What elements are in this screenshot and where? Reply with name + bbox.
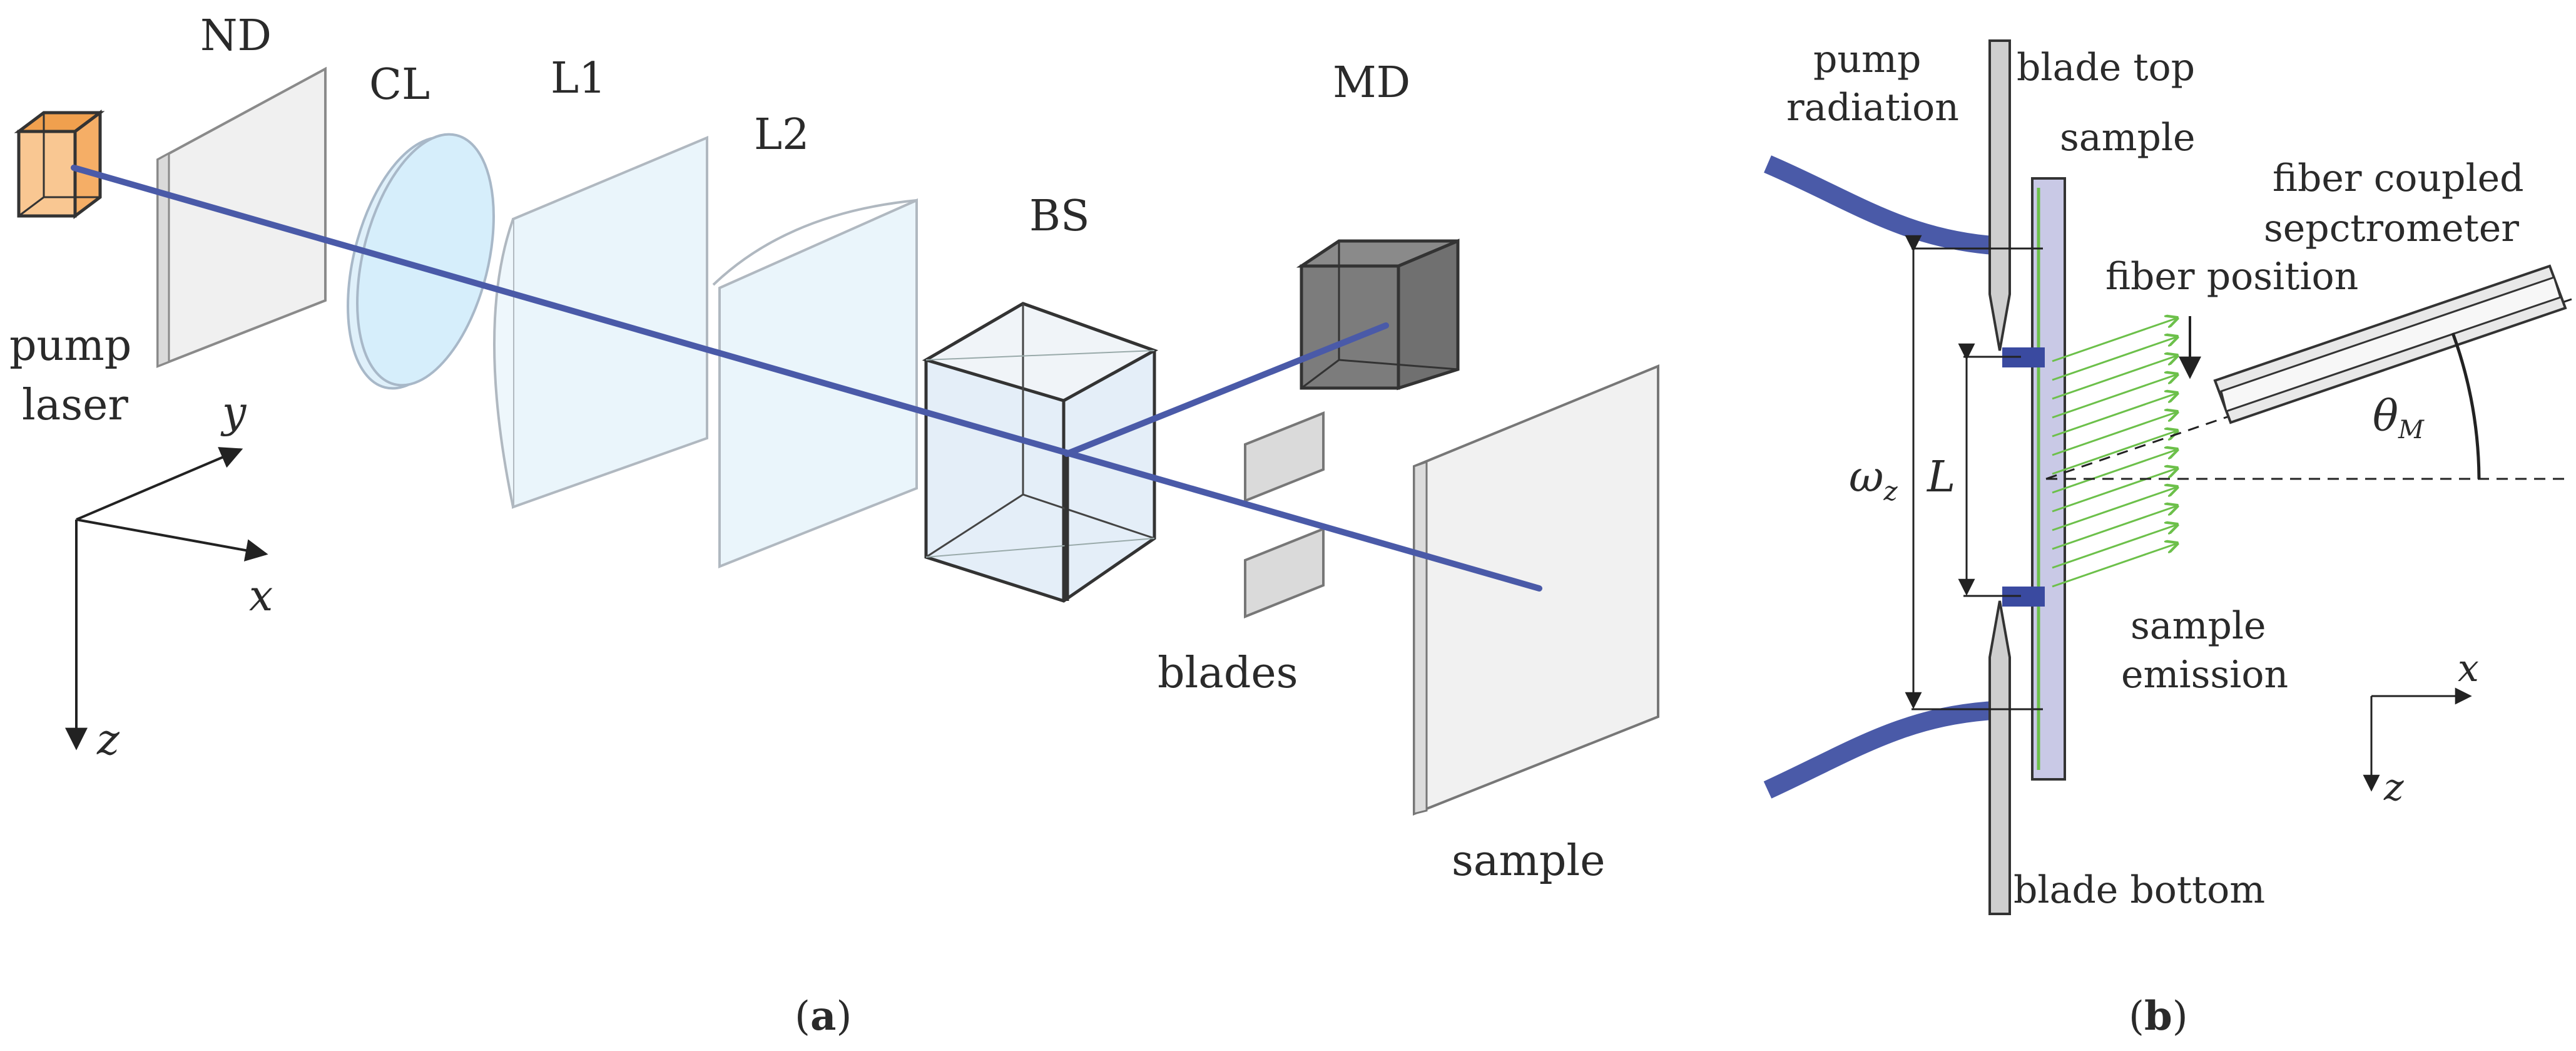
label-cl: CL [369,60,430,110]
cylindrical-lens [347,133,495,390]
panel-b: pump radiation blade top sample fiber co… [1763,38,2572,1040]
axis-label-x: x [249,572,273,621]
label-md: MD [1333,58,1410,108]
label-pump-b: pump [1813,38,1921,81]
panel-a: ND CL L1 L2 BS MD pump laser blades samp… [9,11,1659,1040]
label-bs: BS [1029,192,1090,241]
theta-arc [2451,332,2481,479]
axis-label-z: z [96,715,120,765]
blades-panel-a [1244,411,1325,618]
caption-b: (b) [2129,993,2188,1040]
label-l1: L1 [551,54,606,103]
label-omega-z: ωz [1849,453,1898,506]
label-blade-bottom: blade bottom [2013,868,2265,912]
axis-label-y: y [220,388,247,438]
sample-emission-arrows [2052,318,2177,588]
label-sample: sample [1452,836,1605,886]
label-L: L [1926,453,1955,502]
label-pump: pump [9,321,131,371]
label-fiber-coupled: fiber coupled [2273,156,2524,200]
pump-laser-cube [14,110,105,219]
label-laser: laser [22,381,128,430]
axis-label-z-b: z [2383,766,2404,809]
label-spectrometer: sepctrometer [2264,207,2519,250]
beam-dump-md [1296,238,1460,391]
label-blades: blades [1158,649,1298,698]
fiber-spectrometer [2213,264,2567,424]
caption-a: (a) [795,993,852,1040]
blade-top [1988,39,2011,351]
label-radiation: radiation [1786,86,1959,130]
lens-l1 [493,135,708,509]
beam-splitter [922,302,1159,603]
omega-dimension [1905,235,2043,710]
label-nd: ND [200,11,272,61]
label-fiber-position: fiber position [2105,255,2358,299]
laser-beam [71,165,1542,592]
pump-radiation [1763,155,1994,799]
label-theta-m: θM [2373,392,2425,444]
coordinate-axes-b [2363,687,2472,792]
label-blade-top: blade top [2017,46,2195,90]
label-sample-emission-1: sample [2131,604,2266,648]
l-dimension [1958,343,2021,597]
axis-label-x-b: x [2458,647,2479,690]
label-sample-b: sample [2060,116,2196,160]
coordinate-axes-a [65,447,268,751]
label-l2: L2 [754,110,809,160]
blade-bottom [1988,600,2011,915]
label-sample-emission-2: emission [2121,653,2288,697]
